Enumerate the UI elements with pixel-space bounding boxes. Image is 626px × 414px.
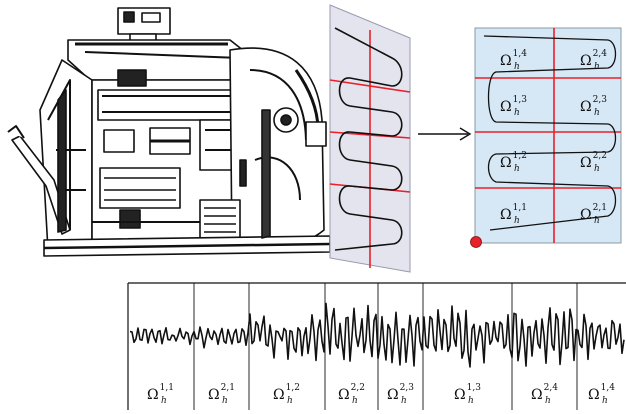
omega-label: Ω2,4 h [531, 384, 558, 406]
omega-label: Ω2,2 h [338, 384, 365, 406]
omega-label: Ω2,3 h [580, 96, 607, 118]
omega-label: Ω1,3 h [500, 96, 527, 118]
omega-symbol: Ω [588, 387, 600, 403]
sheet-h-line-1 [329, 79, 411, 93]
omega-index: 2,2 [350, 383, 365, 393]
omega-label: Ω1,2 h [500, 152, 527, 174]
omega-subscript: h [544, 396, 551, 406]
omega-symbol: Ω [273, 387, 285, 403]
omega-symbol: Ω [500, 155, 512, 171]
omega-subscript: h [593, 62, 600, 72]
omega-label: Ω2,1 h [208, 384, 235, 406]
omega-subscript: h [513, 216, 520, 226]
omega-symbol: Ω [580, 155, 592, 171]
omega-index: 1,3 [512, 95, 527, 105]
omega-index: 1,2 [285, 383, 300, 393]
omega-label: Ω2,3 h [387, 384, 414, 406]
omega-index: 2,2 [592, 151, 607, 161]
omega-symbol: Ω [580, 207, 592, 223]
omega-symbol: Ω [208, 387, 220, 403]
omega-label: Ω1,4 h [588, 384, 615, 406]
signal-waveform [129, 302, 625, 368]
omega-index: 2,4 [543, 383, 558, 393]
omega-index: 2,1 [592, 203, 607, 213]
partition-grid [470, 27, 622, 248]
omega-subscript: h [513, 164, 520, 174]
omega-index: 2,1 [220, 383, 235, 393]
omega-label: Ω2,2 h [580, 152, 607, 174]
omega-label: Ω2,1 h [580, 204, 607, 226]
omega-symbol: Ω [500, 53, 512, 69]
sheet-panel [329, 4, 411, 273]
omega-symbol: Ω [580, 53, 592, 69]
omega-symbol: Ω [387, 387, 399, 403]
omega-subscript: h [593, 216, 600, 226]
omega-subscript: h [513, 62, 520, 72]
omega-symbol: Ω [500, 99, 512, 115]
omega-symbol: Ω [580, 99, 592, 115]
omega-subscript: h [601, 396, 608, 406]
omega-subscript: h [286, 396, 293, 406]
omega-symbol: Ω [531, 387, 543, 403]
omega-index: 2,4 [592, 49, 607, 59]
omega-subscript: h [160, 396, 167, 406]
omega-label: Ω1,3 h [454, 384, 481, 406]
omega-index: 1,3 [466, 383, 481, 393]
omega-index: 1,1 [512, 203, 527, 213]
omega-index: 2,3 [399, 383, 414, 393]
signal-strip [127, 282, 626, 410]
omega-index: 1,1 [159, 383, 174, 393]
omega-subscript: h [593, 108, 600, 118]
omega-label: Ω1,4 h [500, 50, 527, 72]
omega-subscript: h [400, 396, 407, 406]
machine-illustration [7, 7, 331, 257]
omega-index: 1,4 [512, 49, 527, 59]
right-arrow-icon [418, 127, 472, 141]
omega-index: 1,4 [600, 383, 615, 393]
omega-symbol: Ω [500, 207, 512, 223]
omega-symbol: Ω [147, 387, 159, 403]
omega-subscript: h [221, 396, 228, 406]
omega-subscript: h [351, 396, 358, 406]
omega-subscript: h [593, 164, 600, 174]
omega-label: Ω1,2 h [273, 384, 300, 406]
origin-dot [470, 236, 482, 248]
sheet-serpentine-path [334, 27, 403, 251]
omega-subscript: h [513, 108, 520, 118]
omega-subscript: h [467, 396, 474, 406]
omega-label: Ω2,4 h [580, 50, 607, 72]
omega-label: Ω1,1 h [500, 204, 527, 226]
omega-symbol: Ω [338, 387, 350, 403]
omega-symbol: Ω [454, 387, 466, 403]
grid-serpentine-path [483, 35, 617, 231]
omega-index: 2,3 [592, 95, 607, 105]
omega-label: Ω1,1 h [147, 384, 174, 406]
omega-index: 1,2 [512, 151, 527, 161]
